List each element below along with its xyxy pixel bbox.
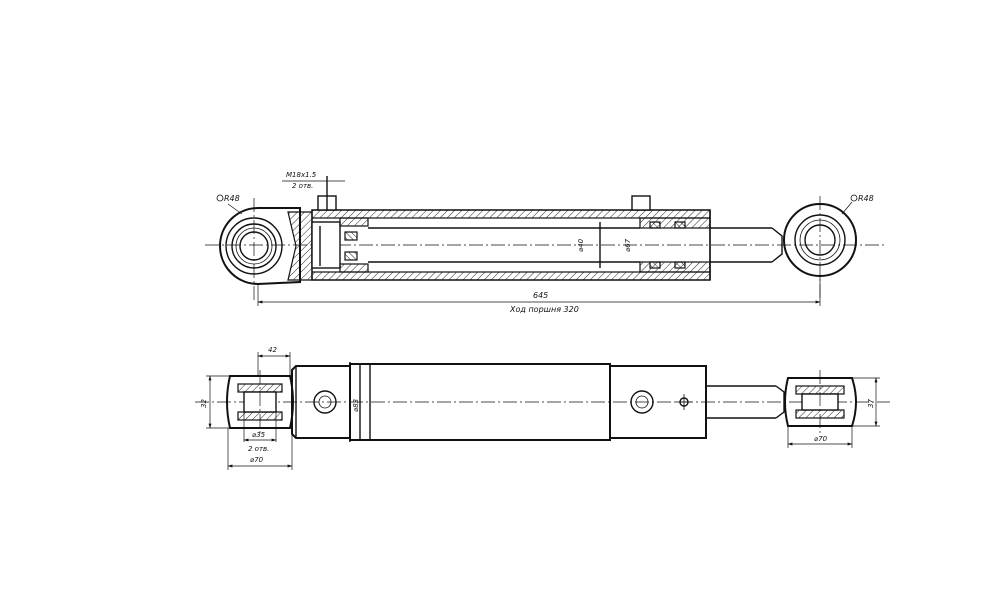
pin-dia-label: ⌀35 [252, 431, 266, 439]
port-callout: M18x1.5 2 отв. [282, 171, 345, 190]
tube-dia-label: ⌀83 [352, 399, 360, 412]
eye-height-dimension-left: 32 [200, 375, 230, 429]
cylinder-tube-section [311, 209, 711, 281]
eye-height-dimension-right: 37 [852, 377, 880, 427]
pin-count-label: 2 отв. [248, 445, 269, 453]
right-eye-plan [784, 370, 857, 436]
eye-width-dimension: 42 [257, 346, 291, 376]
stroke-label: Ход поршня 320 [509, 305, 579, 314]
port-thread-label: M18x1.5 [286, 171, 317, 179]
plan-view: ⌀83 42 [195, 346, 890, 470]
eye-right-label: R48 [858, 194, 874, 203]
length-label: 645 [533, 291, 548, 300]
pin-dia-dimension: ⌀35 2 отв. [243, 412, 277, 453]
eye-width-label: 42 [268, 346, 277, 354]
bore-dia-label: ⌀67 [624, 238, 632, 252]
rod-dia-label: ⌀40 [577, 238, 585, 252]
eye-right-radius: R48 [841, 194, 874, 215]
section-view: R48 R48 M18x1.5 2 отв. ⌀40 ⌀67 645 Ход п… [205, 171, 885, 314]
left-eye-section [219, 198, 313, 300]
gland-plan [609, 365, 707, 439]
eye-height-right-label: 37 [867, 399, 875, 408]
port-count-label: 2 отв. [292, 182, 313, 190]
left-eye-plan [226, 370, 294, 436]
eye-outer-right-label: ⌀70 [814, 435, 828, 443]
ports-section [317, 176, 651, 211]
piston-rod-outside [710, 227, 783, 263]
eye-outer-left-label: ⌀70 [250, 456, 264, 464]
eye-outer-dimension-right: ⌀70 [787, 426, 853, 448]
eye-left-label: R48 [224, 194, 240, 203]
eye-outer-dimension-left: ⌀70 [227, 428, 293, 470]
length-dimension: 645 Ход поршня 320 [257, 276, 821, 314]
eye-height-left-label: 32 [200, 399, 208, 408]
eye-left-radius: R48 [216, 194, 243, 215]
